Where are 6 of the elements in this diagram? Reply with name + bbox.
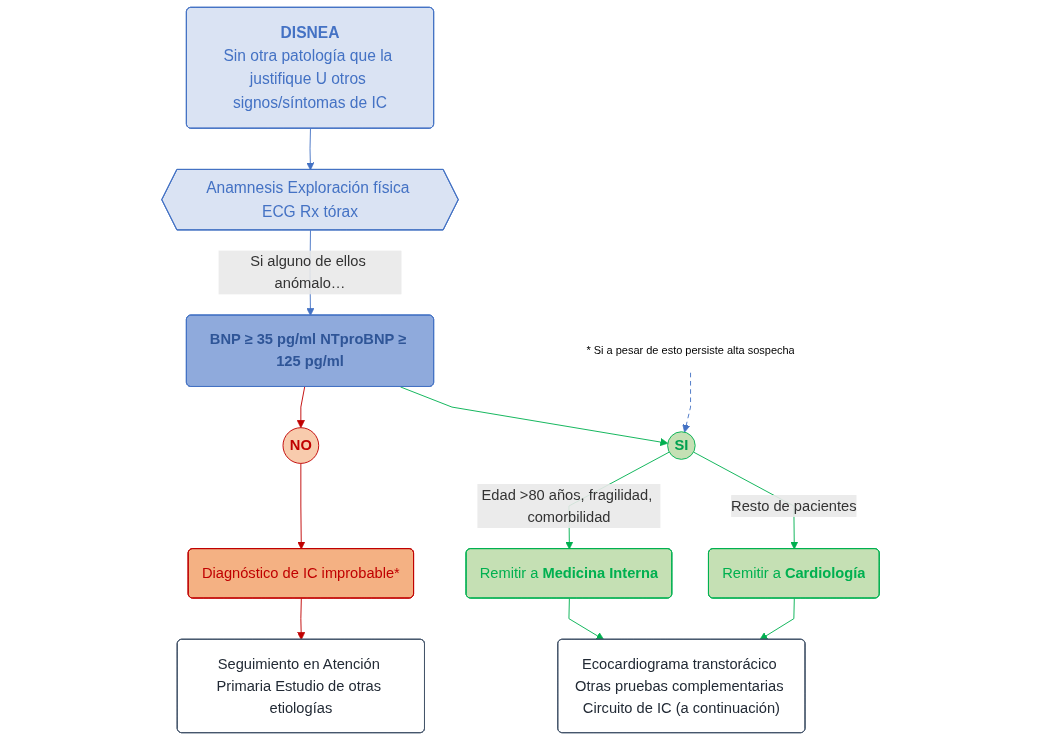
node-circle: SI — [667, 431, 696, 460]
edge-label: Edad >80 años, fragilidad, comorbilidad — [481, 486, 653, 525]
edge-label: Si alguno de ellos anómalo… — [250, 253, 366, 291]
node-text: * Si a pesar de esto persiste alta sospecha — [586, 344, 795, 358]
edge-label: Resto de pacientes — [731, 497, 857, 514]
node-circle: NO — [282, 427, 320, 464]
